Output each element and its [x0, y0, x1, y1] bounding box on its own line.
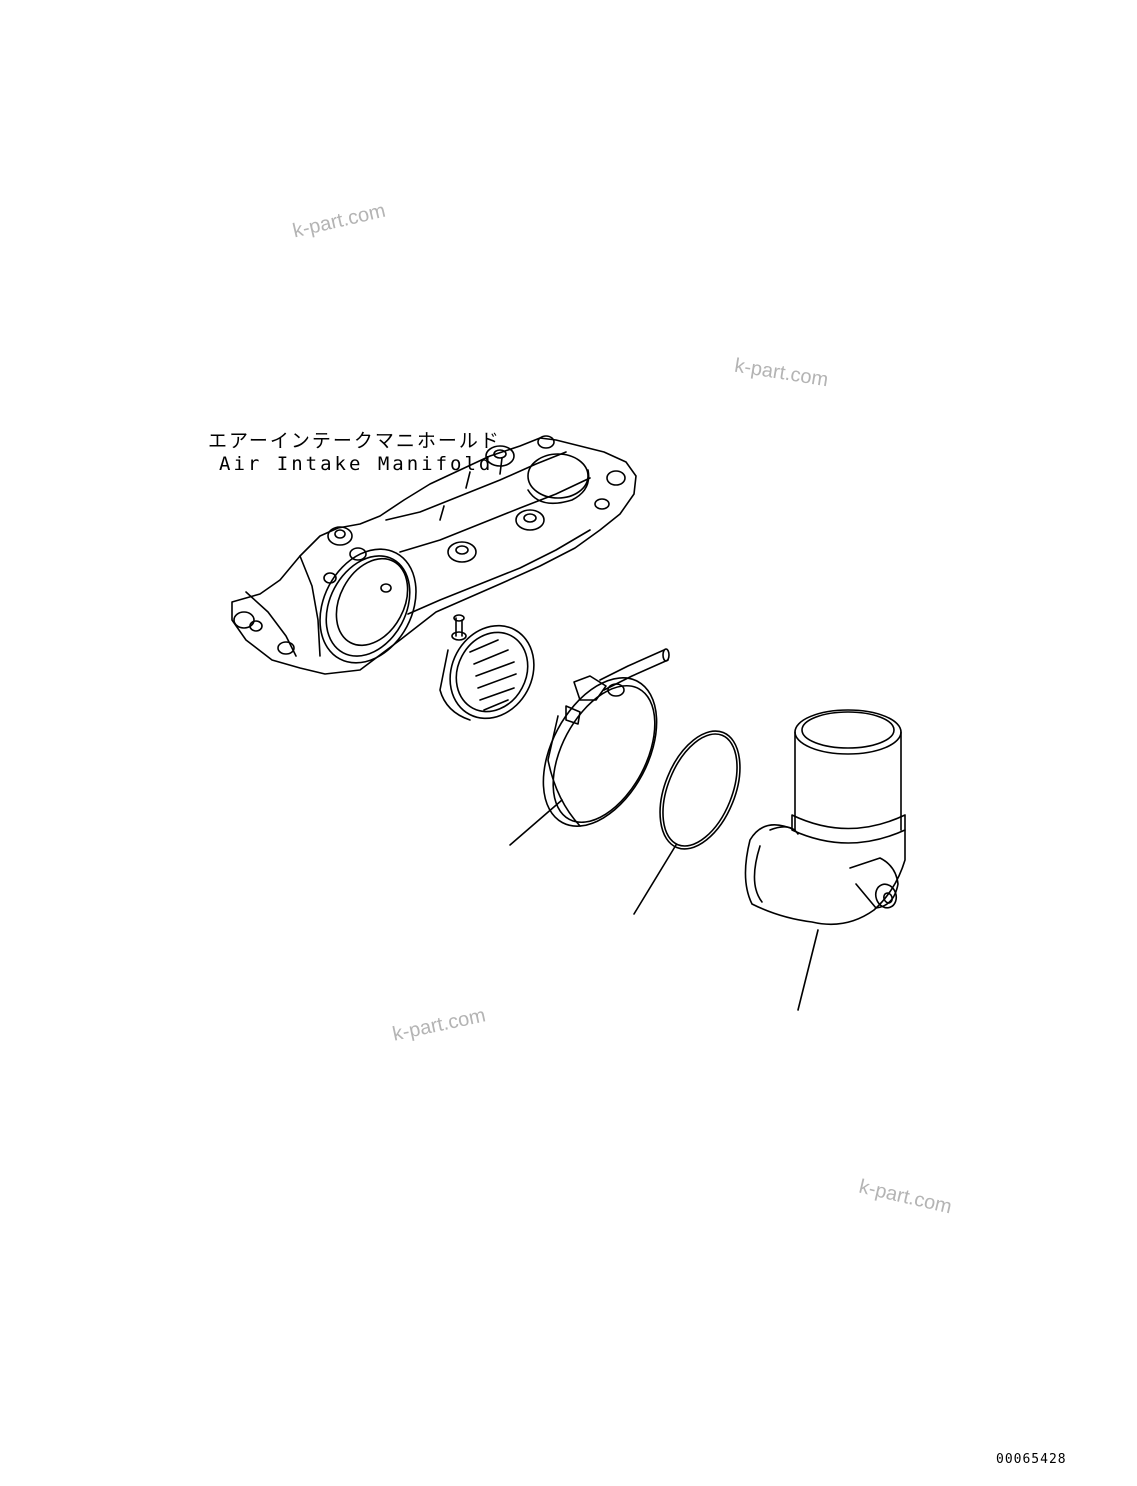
o-ring: [633, 730, 741, 915]
air-intake-manifold: [231, 435, 637, 675]
part-name-english: Air Intake Manifold: [219, 453, 494, 475]
v-band-clamp: [509, 648, 670, 846]
part-name-japanese: エアーインテークマニホールド: [208, 430, 501, 452]
inlet-elbow: [744, 709, 906, 1011]
intake-heater: [439, 614, 535, 721]
document-number: 00065428: [996, 1452, 1067, 1467]
